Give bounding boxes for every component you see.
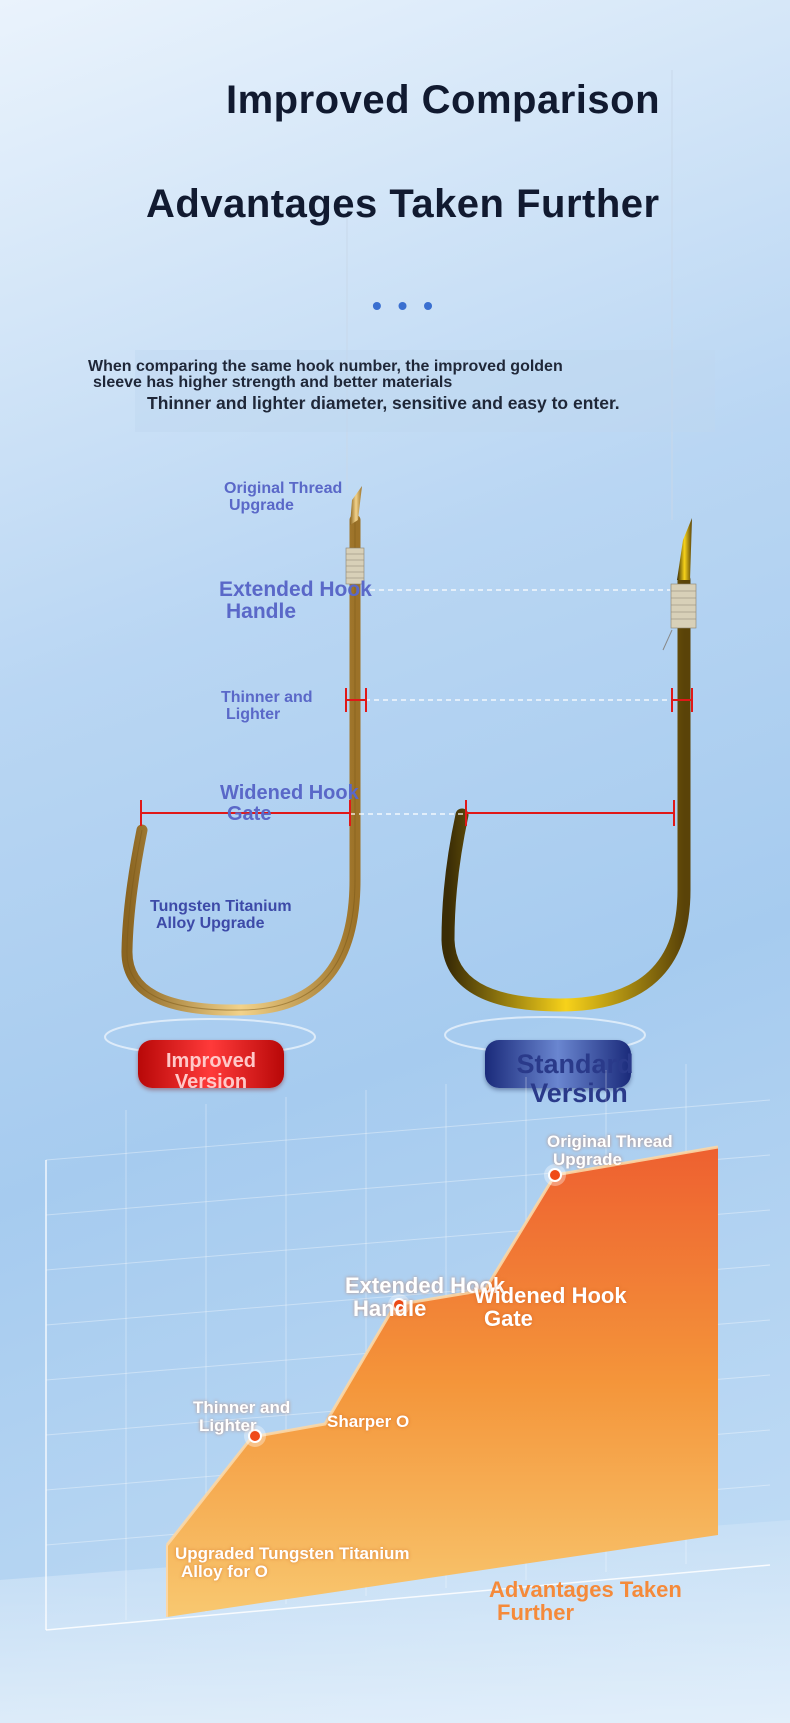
description-line-1: When comparing the same hook number, the…	[88, 358, 563, 375]
chart-label-thinner-lighter: Thinner and Lighter	[193, 1398, 291, 1435]
chart-label-advantages: Advantages Taken Further	[489, 1577, 682, 1626]
chart-label-upgraded-tungsten: Upgraded Tungsten Titanium Alloy for O	[175, 1544, 410, 1581]
title-line-2: Advantages Taken Further	[146, 182, 660, 226]
chart-area	[167, 1147, 718, 1617]
chart-label-original-thread: Original Thread Upgrade	[547, 1132, 673, 1169]
description-line-2: sleeve has higher strength and better ma…	[93, 374, 453, 391]
standard-hook-shape	[441, 573, 691, 1012]
label-original-thread: Original Thread Upgrade	[224, 480, 343, 514]
label-tungsten: Tungsten Titanium Alloy Upgrade	[150, 898, 292, 932]
label-extended-handle: Extended Hook Handle	[219, 578, 372, 624]
label-thinner-lighter: Thinner and Lighter	[221, 689, 313, 723]
label-widened-gate: Widened Hook Gate	[220, 782, 359, 825]
chart-label-extended-handle: Extended Hook Handle	[345, 1273, 506, 1322]
decorative-dots: • • •	[372, 290, 437, 321]
description-backdrop	[135, 350, 715, 432]
chart-label-sharper: Sharper O	[327, 1412, 410, 1431]
standard-version-badge	[485, 1040, 631, 1088]
improved-version-label: Improved Version	[165, 1050, 257, 1093]
improved-version-badge	[138, 1040, 284, 1088]
title-line-1: Improved Comparison	[226, 78, 661, 122]
chart-label-widened-gate: Widened Hook Gate	[474, 1283, 627, 1332]
description-line-3: Thinner and lighter diameter, sensitive …	[147, 393, 620, 413]
standard-version-label: Standard Version	[516, 1049, 634, 1108]
chart-markers	[244, 1164, 566, 1447]
